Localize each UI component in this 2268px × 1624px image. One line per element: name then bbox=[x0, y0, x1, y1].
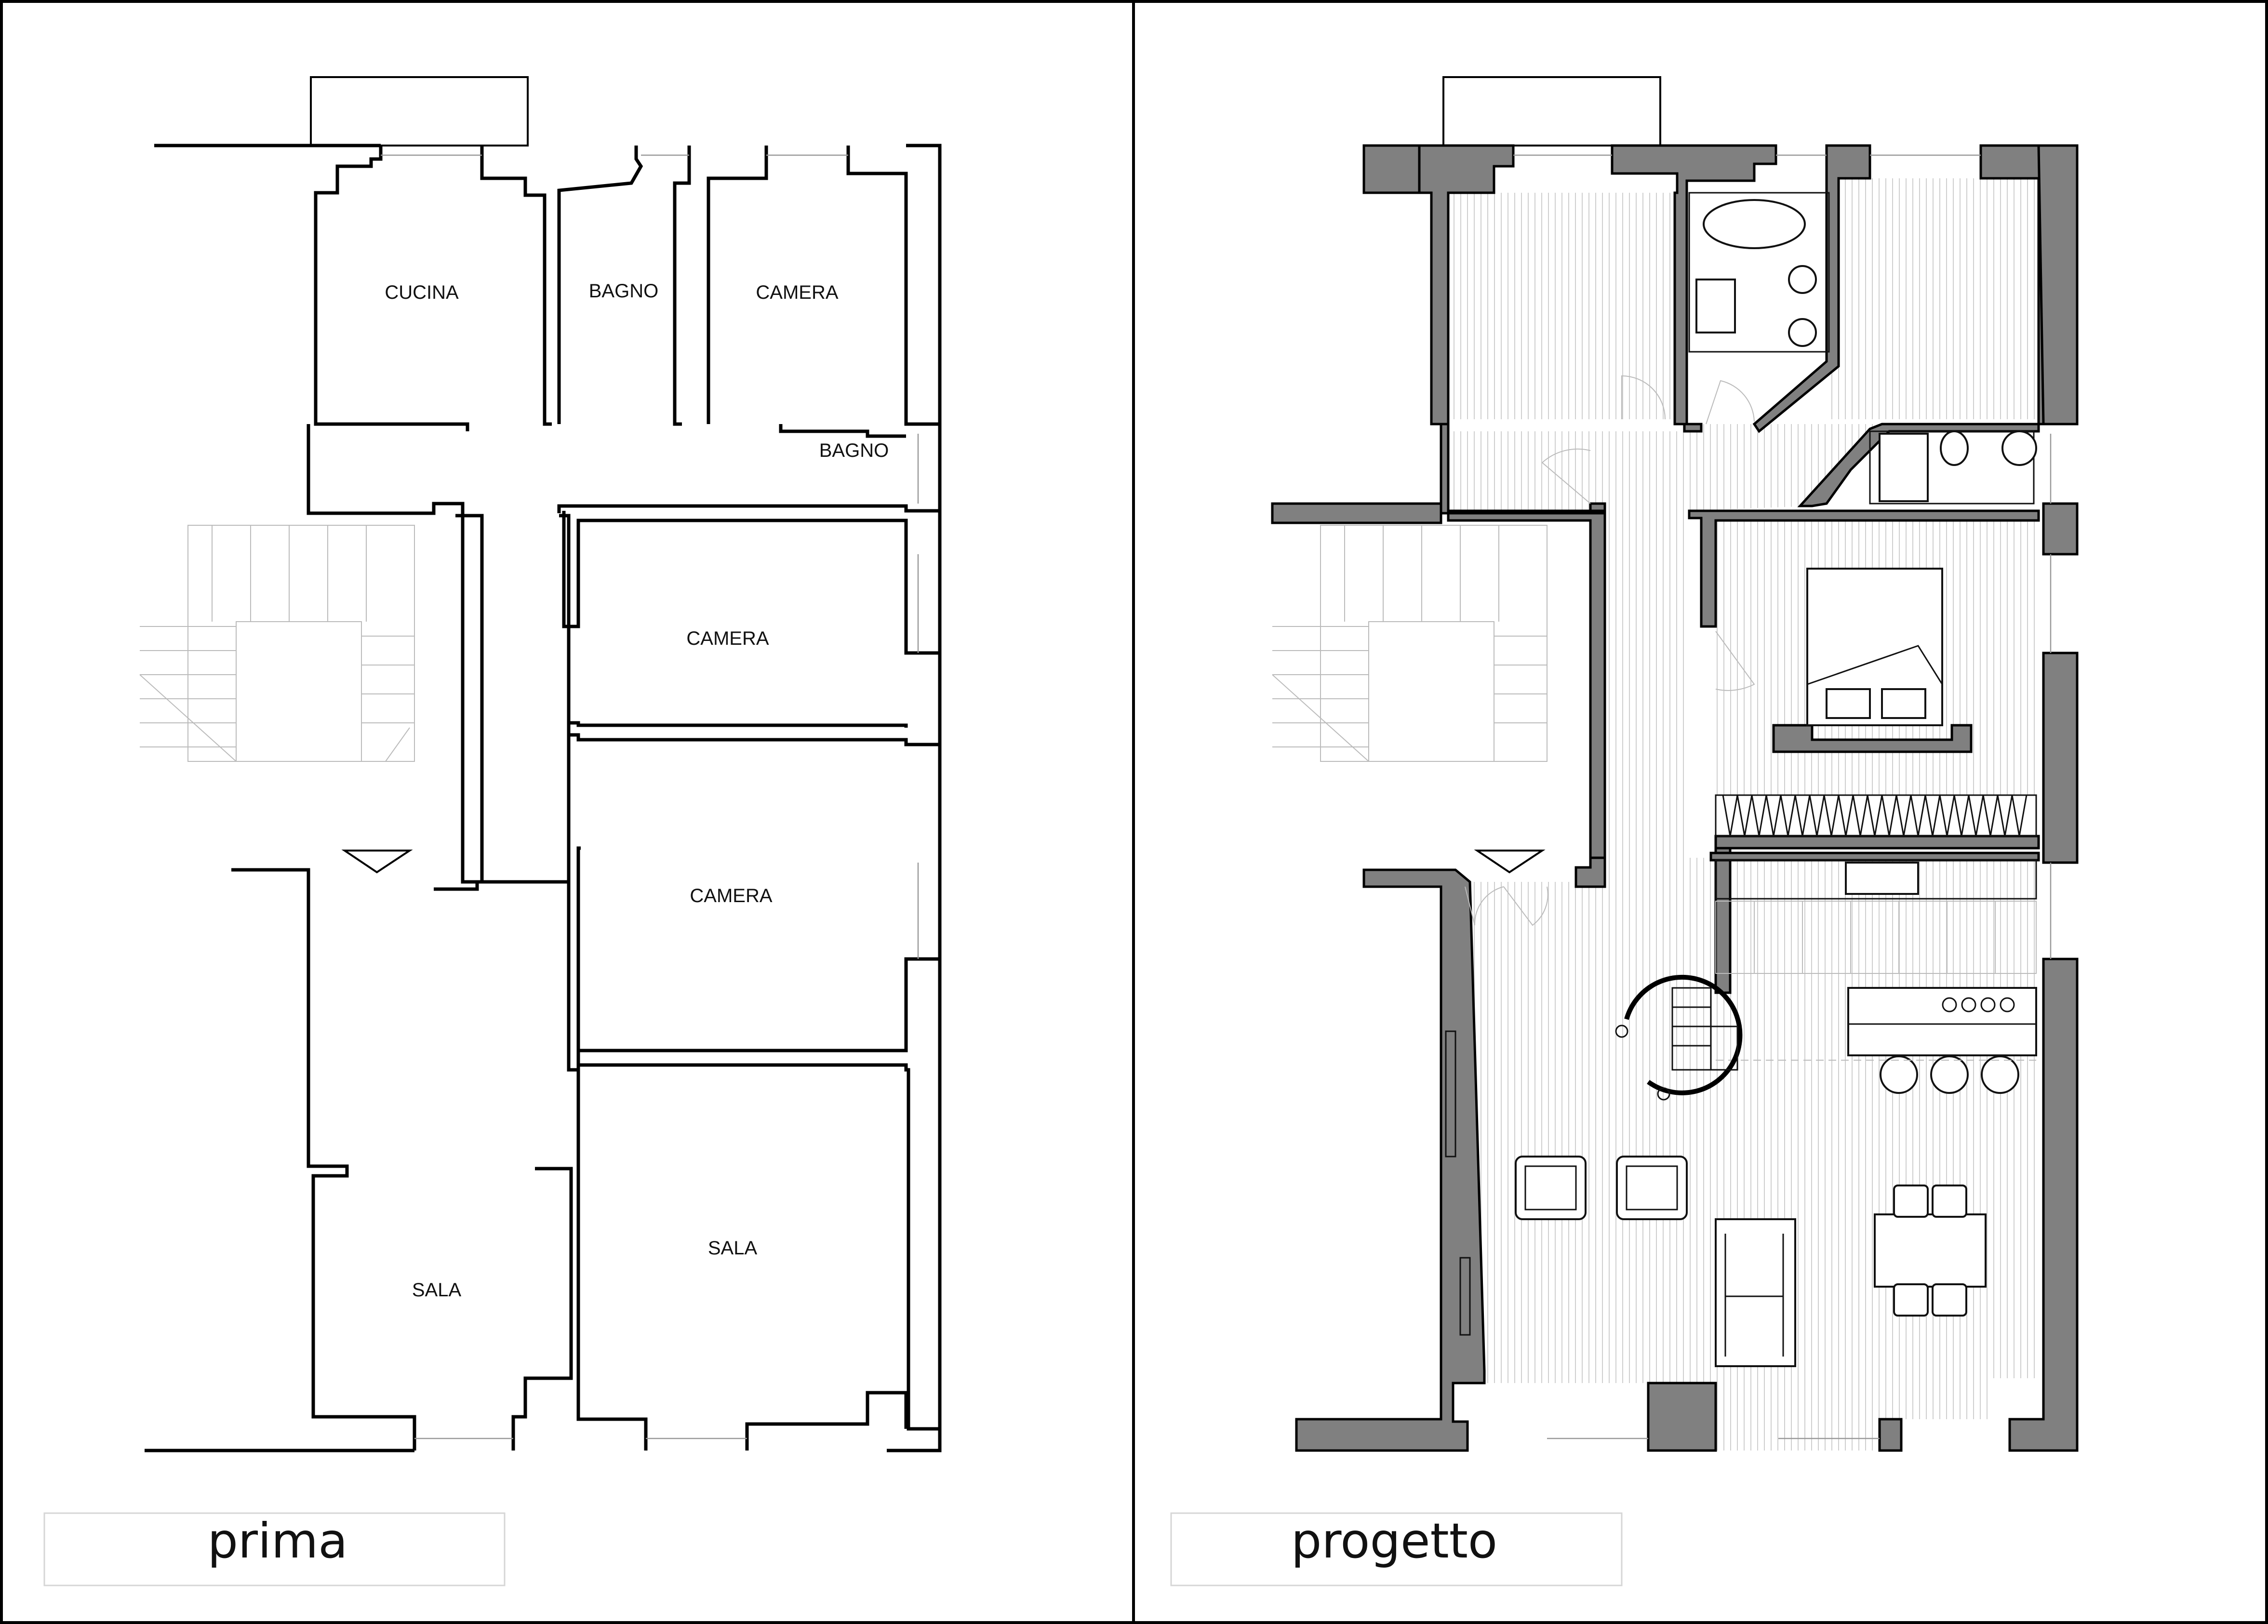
room-label-camera-top: CAMERA bbox=[756, 282, 838, 303]
room-label-bagno-small: BAGNO bbox=[819, 440, 889, 461]
room-label-sala-right: SALA bbox=[708, 1238, 758, 1259]
room-label-bagno-top: BAGNO bbox=[589, 280, 658, 302]
entry-arrow bbox=[341, 850, 413, 874]
room-label-cucina: CUCINA bbox=[385, 282, 459, 303]
caption-after: progetto bbox=[1291, 1513, 1497, 1569]
dining-set bbox=[1874, 1185, 1987, 1317]
caption-box-before bbox=[43, 1512, 506, 1586]
walls-before bbox=[231, 144, 942, 1452]
windows-before bbox=[381, 154, 919, 1439]
caption-before: prima bbox=[207, 1513, 347, 1569]
doors-after bbox=[1465, 375, 1755, 926]
stairwell-after bbox=[1272, 525, 1548, 762]
room-label-sala-left: SALA bbox=[412, 1279, 462, 1301]
walls-after bbox=[1271, 144, 2079, 1452]
balcony-top-after bbox=[1442, 76, 1661, 146]
room-label-camera-low: CAMERA bbox=[690, 885, 772, 906]
kitchen bbox=[1715, 859, 2037, 1094]
room-label-camera-mid: CAMERA bbox=[686, 628, 769, 649]
spiral-stair bbox=[1615, 974, 1743, 1101]
plan-after: progetto bbox=[1170, 76, 2079, 1586]
plan-before: CUCINA BAGNO CAMERA BAGNO CAMERA CAMERA … bbox=[43, 76, 942, 1586]
balcony-top bbox=[310, 76, 529, 146]
entry-arrow-after bbox=[1474, 850, 1546, 874]
bath-fixtures bbox=[1688, 192, 2037, 505]
wardrobe bbox=[1715, 794, 2037, 837]
living-furniture bbox=[1515, 1156, 1796, 1367]
windows-after bbox=[1445, 154, 2052, 1439]
bed bbox=[1806, 568, 1943, 726]
stairwell bbox=[139, 525, 415, 762]
caption-box-after bbox=[1170, 1512, 1623, 1586]
